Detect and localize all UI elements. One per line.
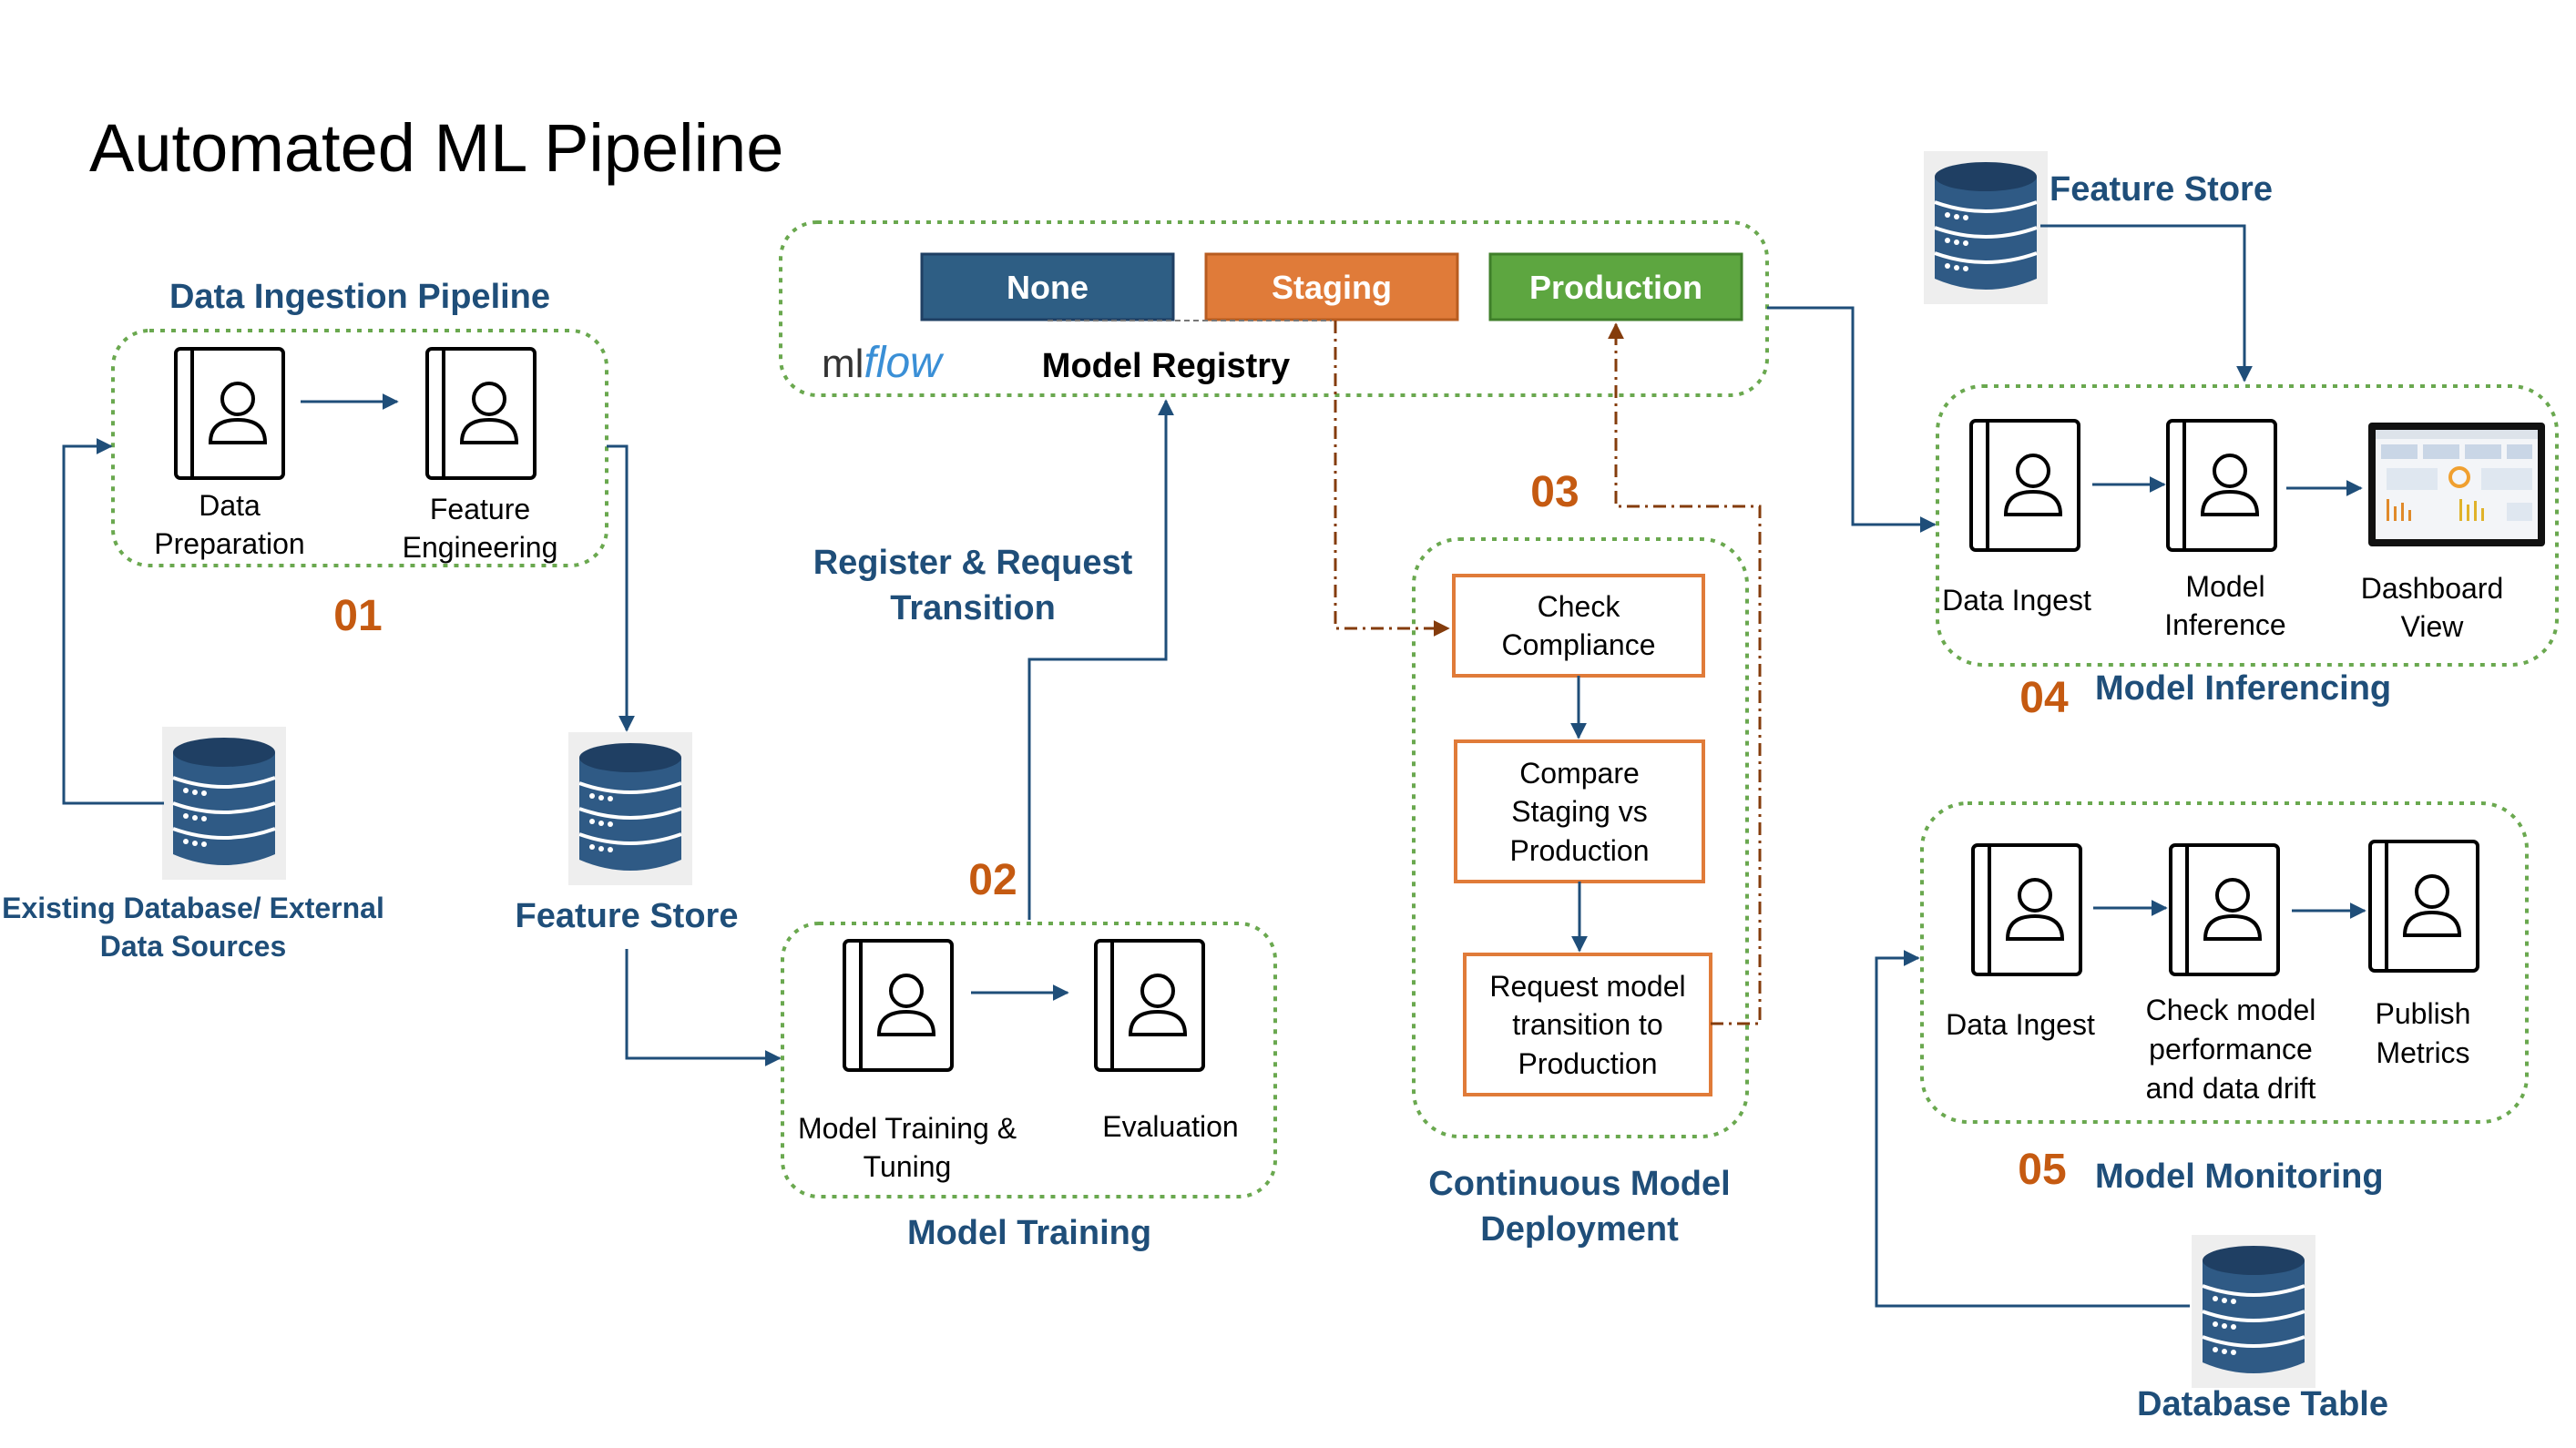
check-compliance-label: Compliance — [1502, 628, 1656, 661]
model-training-heading: Model Training — [907, 1214, 1151, 1252]
model-inferencing-heading: Model Inferencing — [2095, 669, 2391, 708]
database-icon — [2190, 1233, 2317, 1390]
feature-store-label: Feature Store — [2050, 170, 2273, 209]
feature-engineering-label: Feature — [430, 493, 530, 525]
step-number-05: 05 — [2018, 1146, 2066, 1194]
publish-metrics-label: Publish — [2376, 997, 2471, 1030]
evaluation-label: Evaluation — [1102, 1110, 1238, 1143]
model-inference-label: Model — [2185, 570, 2264, 603]
model-training-group — [781, 922, 1277, 1198]
model-training-tuning-label: Model Training & — [798, 1112, 1017, 1145]
data-ingest-label: Data Ingest — [1942, 584, 2091, 617]
contact-book-icon — [1094, 939, 1205, 1072]
contact-book-icon — [2368, 840, 2479, 973]
request-transition-label: Production — [1518, 1047, 1658, 1080]
model-registry-label: Model Registry — [1042, 347, 1290, 385]
data-ingestion-group — [111, 329, 608, 567]
data-preparation-label: Data — [199, 489, 261, 522]
flow-connector — [1875, 950, 2190, 1308]
dashboard-view-label: View — [2401, 610, 2465, 643]
mlflow-logo: mlflow — [822, 339, 945, 387]
feature-engineering-label: Engineering — [403, 531, 558, 564]
production-stage-label: Production — [1529, 269, 1702, 306]
step-number-01: 01 — [333, 592, 382, 640]
check-performance-label: performance — [2149, 1033, 2313, 1066]
dashboard-view-label: Dashboard — [2361, 572, 2504, 605]
flow-connector — [607, 444, 635, 732]
compare-staging-label: Compare — [1519, 757, 1640, 790]
data-ingestion-heading: Data Ingestion Pipeline — [169, 278, 550, 316]
contact-book-icon — [1969, 419, 2080, 552]
data-ingest-label: Data Ingest — [1946, 1008, 2095, 1041]
feature-store-label: Feature Store — [516, 897, 739, 935]
contact-book-icon — [425, 347, 537, 480]
mlflow-logo-flow: flow — [864, 339, 945, 387]
compare-staging-label: Staging vs — [1511, 795, 1647, 828]
source-db-label: Data Sources — [100, 930, 287, 963]
data-preparation-label: Preparation — [154, 527, 304, 560]
source-db-label: Existing Database/ External — [2, 892, 384, 924]
check-performance-label: and data drift — [2146, 1072, 2316, 1105]
staging-stage-label: Staging — [1272, 269, 1392, 306]
step-number-02: 02 — [968, 856, 1017, 904]
model-training-tuning-label: Tuning — [864, 1150, 952, 1183]
database-icon — [160, 725, 288, 882]
check-compliance-label: Check — [1538, 590, 1621, 623]
production-stage-button — [1488, 252, 1743, 321]
staging-stage-button — [1204, 252, 1459, 321]
request-transition-label: Request model — [1489, 970, 1685, 1003]
dashboard-screenshot-icon — [2368, 423, 2545, 546]
flow-connector — [1767, 306, 1937, 533]
mlflow-logo-ml: ml — [822, 342, 864, 386]
deployment-group — [1412, 537, 1749, 1138]
register-transition-label: Register & Request — [813, 544, 1133, 582]
compare-staging-box — [1454, 739, 1705, 883]
deployment-heading: Deployment — [1480, 1210, 1679, 1249]
check-compliance-box — [1452, 574, 1705, 678]
staging-to-compliance-connector — [1334, 321, 1450, 637]
none-stage-label: None — [1007, 269, 1089, 306]
step-number-04: 04 — [2019, 674, 2069, 722]
compare-staging-label: Production — [1510, 834, 1650, 867]
publish-metrics-label: Metrics — [2376, 1036, 2469, 1069]
contact-book-icon — [843, 939, 954, 1072]
model-inference-label: Inference — [2164, 608, 2285, 641]
flow-connector — [625, 949, 782, 1066]
check-performance-label: Check model — [2146, 994, 2316, 1026]
model-monitoring-heading: Model Monitoring — [2095, 1157, 2384, 1196]
transition-to-production-connector — [1608, 322, 1762, 1025]
none-stage-button — [920, 252, 1175, 321]
flow-connector — [2040, 224, 2253, 382]
register-transition-label: Transition — [890, 589, 1056, 627]
contact-book-icon — [1971, 843, 2082, 976]
step-number-03: 03 — [1530, 468, 1579, 516]
model-inferencing-group — [1936, 384, 2559, 667]
contact-book-icon — [2169, 843, 2280, 976]
request-transition-label: transition to — [1512, 1008, 1662, 1041]
page-title: Automated ML Pipeline — [89, 110, 783, 186]
contact-book-icon — [2166, 419, 2277, 552]
flow-connector — [1027, 399, 1174, 920]
request-transition-box — [1463, 953, 1712, 1096]
database-icon — [567, 730, 694, 887]
flow-connector — [62, 438, 164, 805]
contact-book-icon — [174, 347, 285, 480]
deployment-heading: Continuous Model — [1428, 1165, 1730, 1203]
model-monitoring-group — [1920, 801, 2529, 1124]
database-icon — [1922, 149, 2050, 306]
database-table-label: Database Table — [2137, 1385, 2388, 1423]
